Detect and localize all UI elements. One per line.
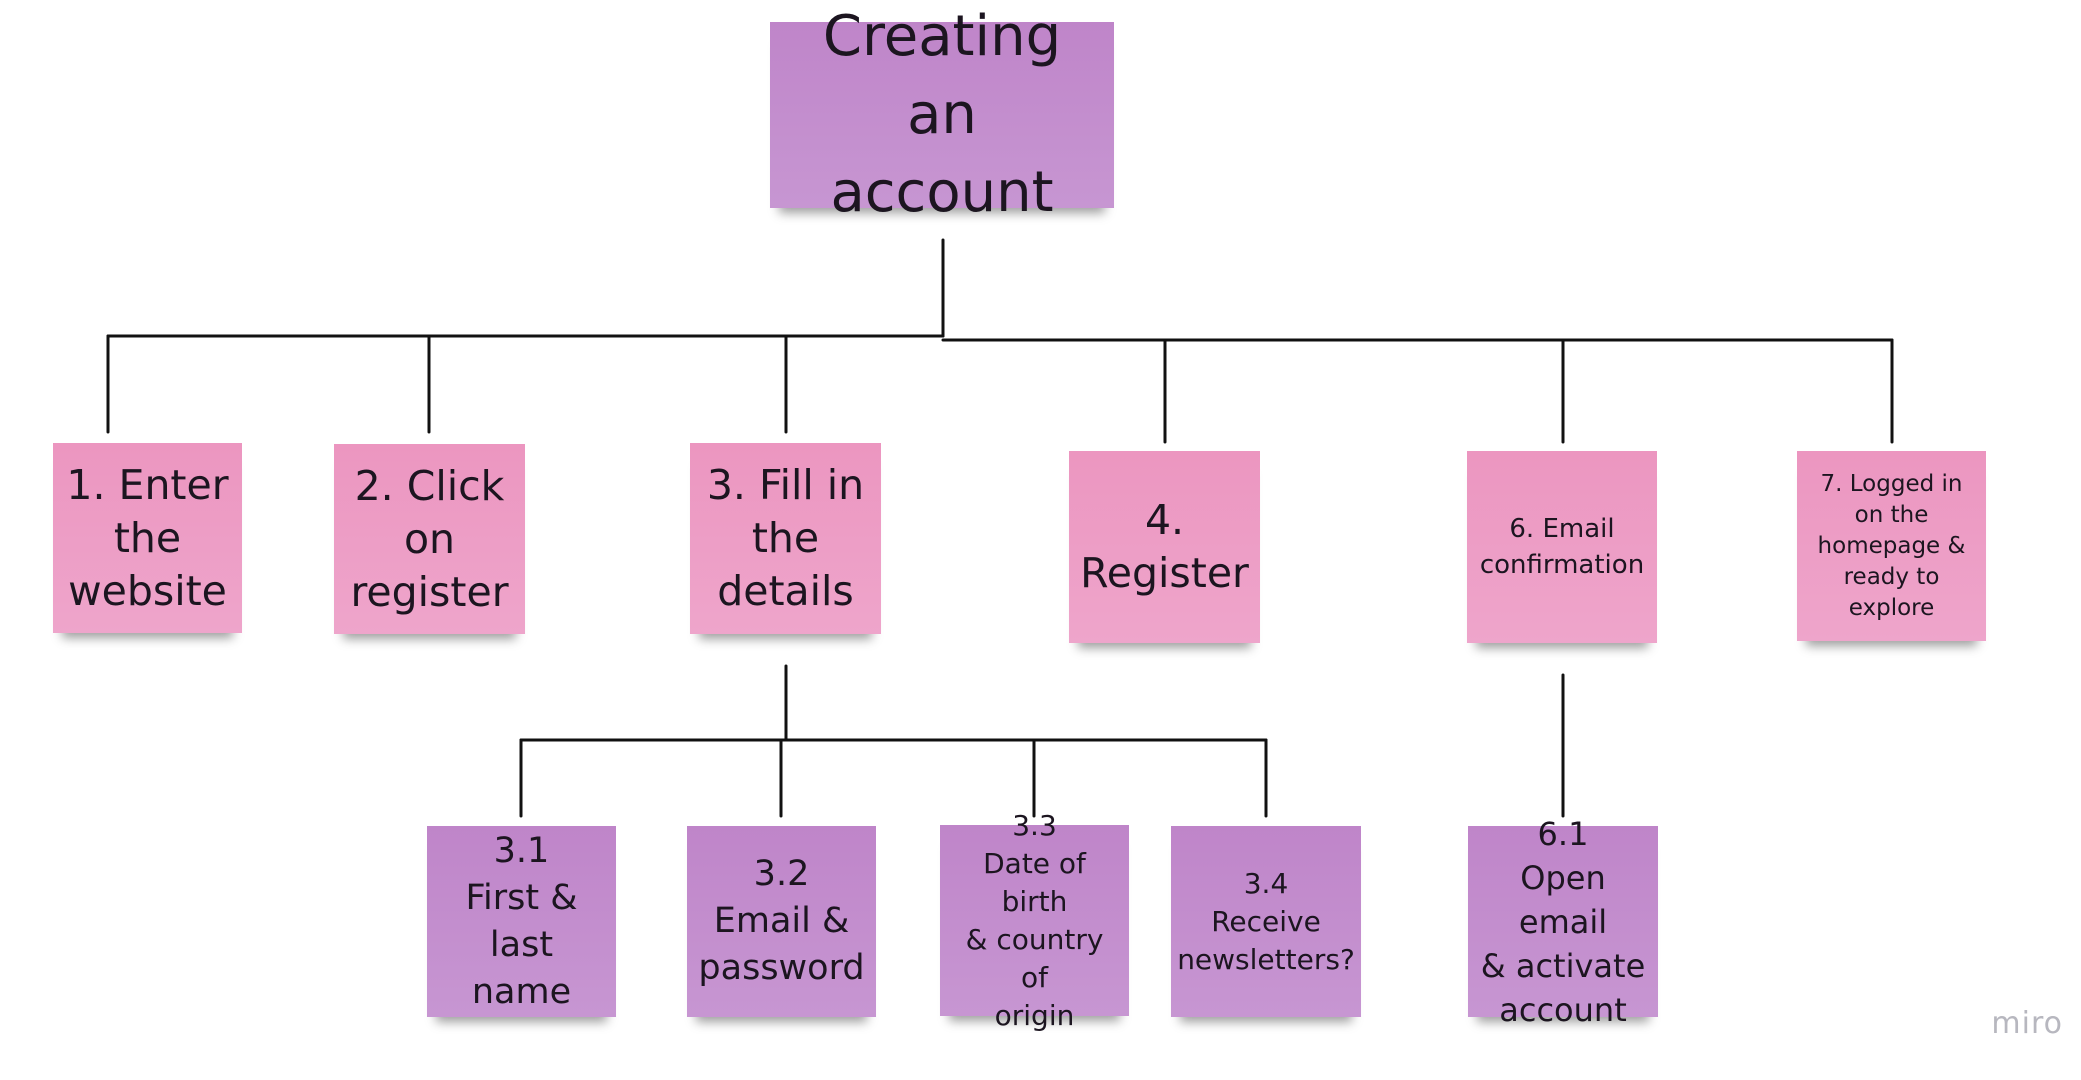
step-4-label: 4. Register xyxy=(1080,496,1249,597)
step-7-node[interactable]: 7. Logged in on the homepage & ready to … xyxy=(1797,451,1986,641)
step-6-label: 6. Email confirmation xyxy=(1479,514,1645,580)
step-3-label: 3. Fill in the details xyxy=(706,461,865,615)
substep-3-2-node[interactable]: 3.2 Email & password xyxy=(687,826,876,1017)
step-6-node[interactable]: 6. Email confirmation xyxy=(1467,451,1657,643)
substep-6-1-label: 6.1 Open email & activate account xyxy=(1480,814,1646,1029)
step-7-label: 7. Logged in on the homepage & ready to … xyxy=(1817,470,1966,621)
root-node[interactable]: Creating an account xyxy=(770,4,1114,225)
substep-6-1-node[interactable]: 6.1 Open email & activate account xyxy=(1468,815,1658,1029)
step-3-node[interactable]: 3. Fill in the details xyxy=(690,443,881,634)
substep-3-2-label: 3.2 Email & password xyxy=(698,854,865,988)
substep-3-4-label: 3.4 Receive newsletters? xyxy=(1177,866,1355,976)
root-node-label: Creating an account xyxy=(822,4,1062,225)
substep-3-1-label: 3.1 First & last name xyxy=(465,830,578,1012)
step-1-label: 1. Enter the website xyxy=(66,460,229,615)
substep-3-3-label: 3.3 Date of birth & country of origin xyxy=(965,808,1104,1032)
step-1-node[interactable]: 1. Enter the website xyxy=(53,443,242,633)
substep-3-3-node[interactable]: 3.3 Date of birth & country of origin xyxy=(940,809,1129,1032)
step-4-node[interactable]: 4. Register xyxy=(1069,451,1260,643)
substep-3-1-node[interactable]: 3.1 First & last name xyxy=(427,826,616,1017)
step-2-node[interactable]: 2. Click on register xyxy=(334,444,525,634)
step-2-label: 2. Click on register xyxy=(350,461,509,616)
miro-watermark: miro xyxy=(1991,1006,2063,1041)
substep-3-4-node[interactable]: 3.4 Receive newsletters? xyxy=(1171,826,1361,1017)
